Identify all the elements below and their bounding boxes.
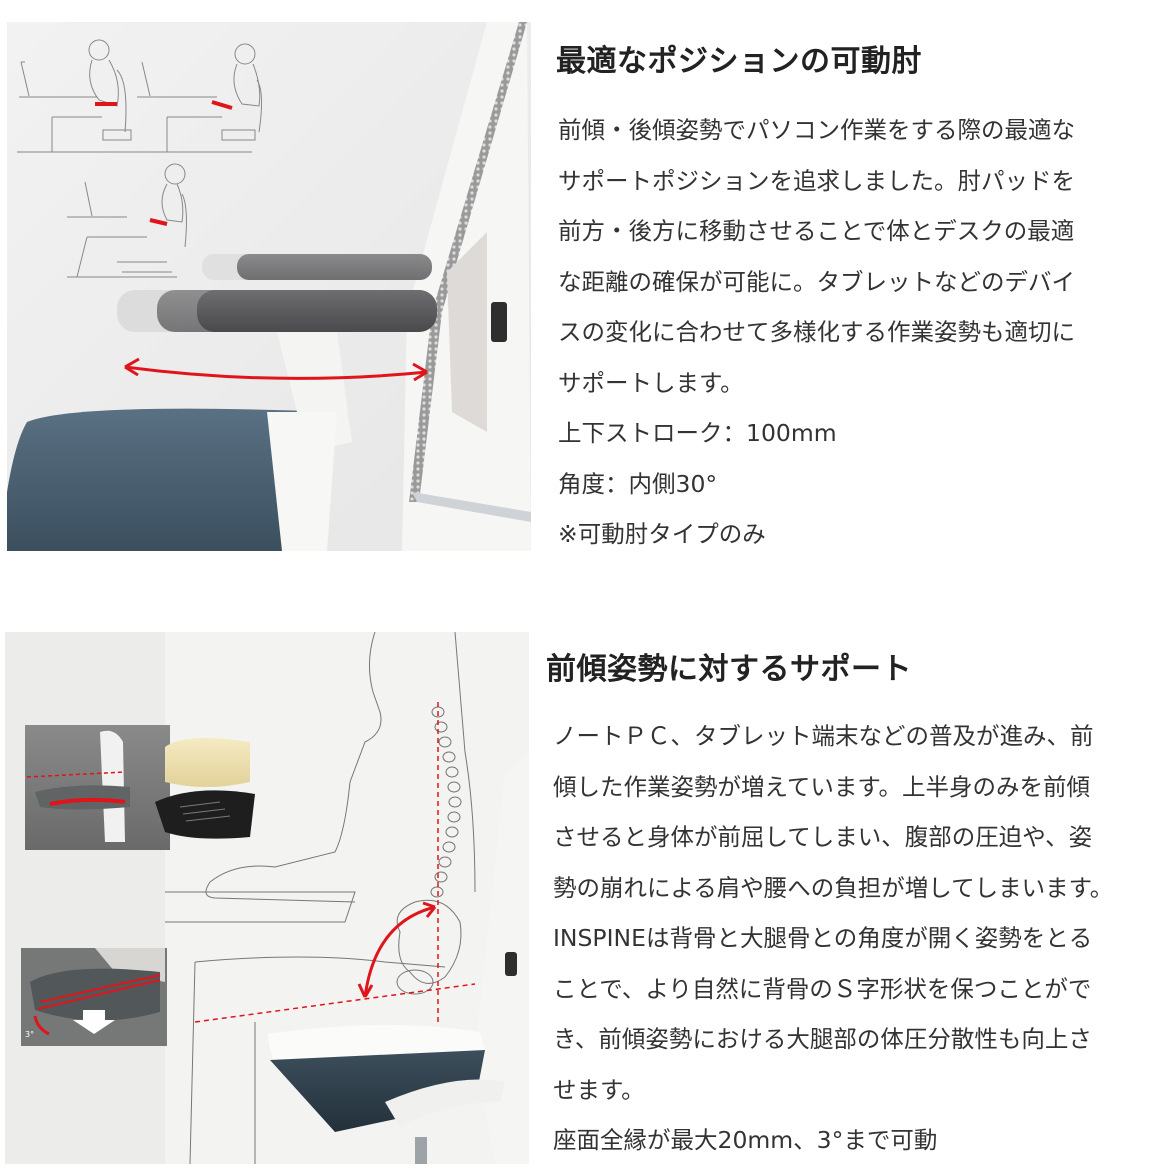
spine-diagram (396, 706, 462, 995)
inset-seat-tilt: 3° (21, 948, 167, 1046)
section-description: 前傾・後傾姿勢でパソコン作業をする際の最適な サポートポジションを追求しました。… (558, 105, 1075, 560)
description-line: スの変化に合わせて多様化する作業姿勢も適切に (558, 318, 1075, 346)
section-forward-lean-support: 3° 前傾姿勢に対するサポート ノートＰＣ、タブレット端末などの普及が進み、前 … (0, 600, 1176, 1176)
description-line: 前方・後方に移動させることで体とデスクの最適 (558, 217, 1075, 245)
armrest-product-image (7, 22, 531, 551)
description-line: 傾した作業姿勢が増えています。上半身のみを前傾 (553, 772, 1090, 801)
inset-seat-mechanism (25, 725, 255, 850)
tilt-angle-label: 3° (25, 1030, 34, 1039)
description-line: INSPINEは背骨と大腿骨との角度が開く姿勢をとる (553, 924, 1093, 952)
armrest-pads (117, 254, 437, 332)
section-heading: 前傾姿勢に対するサポート (546, 652, 912, 687)
description-line: ノートＰＣ、タブレット端末などの普及が進み、前 (553, 722, 1094, 750)
description-line: ことで、より自然に背骨のＳ字形状を保つことがで (553, 974, 1092, 1003)
description-line: サポートポジションを追求しました。肘パッドを (558, 166, 1075, 195)
section-heading: 最適なポジションの可動肘 (556, 44, 922, 79)
description-line: 前傾・後傾姿勢でパソコン作業をする際の最適な (558, 116, 1075, 144)
section-movable-armrest: 最適なポジションの可動肘 前傾・後傾姿勢でパソコン作業をする際の最適な サポート… (0, 0, 1176, 580)
forward-lean-product-image: 3° (5, 632, 529, 1164)
spec-stroke: 上下ストローク：100mm (558, 419, 837, 447)
alignment-guides (194, 702, 476, 1023)
description-line: サポートします。 (558, 368, 744, 397)
spec-note: ※可動肘タイプのみ (558, 520, 766, 548)
angle-arrow-icon (357, 901, 437, 998)
tilt-arrow-icon (33, 1015, 50, 1036)
section-description: ノートＰＣ、タブレット端末などの普及が進み、前 傾した作業姿勢が増えています。上… (553, 711, 1113, 1166)
posture-sketches (17, 39, 263, 278)
description-line: せます。 (553, 1075, 645, 1104)
lumbar-knob (491, 302, 507, 342)
armrest-illustration (7, 22, 531, 551)
description-line: き、前傾姿勢における大腿部の体圧分散性も向上さ (553, 1025, 1092, 1053)
forward-lean-illustration: 3° (5, 632, 529, 1164)
foam-cushion (165, 738, 250, 787)
down-arrow-icon (73, 1010, 115, 1034)
seat-pan (155, 790, 255, 839)
spec-seat-movement: 座面全縁が最大20mm、3°まで可動 (553, 1126, 938, 1154)
description-line: な距離の確保が可能に。タブレットなどのデバイ (558, 267, 1075, 296)
description-line: させると身体が前屈してしまい、腹部の圧迫や、姿 (553, 823, 1093, 851)
spec-angle: 角度：内側30° (558, 469, 718, 498)
double-arrow-icon (124, 357, 428, 382)
description-line: 勢の崩れによる肩や腰への負担が増してしまいます。 (553, 873, 1114, 902)
armrest-highlights (95, 100, 233, 226)
